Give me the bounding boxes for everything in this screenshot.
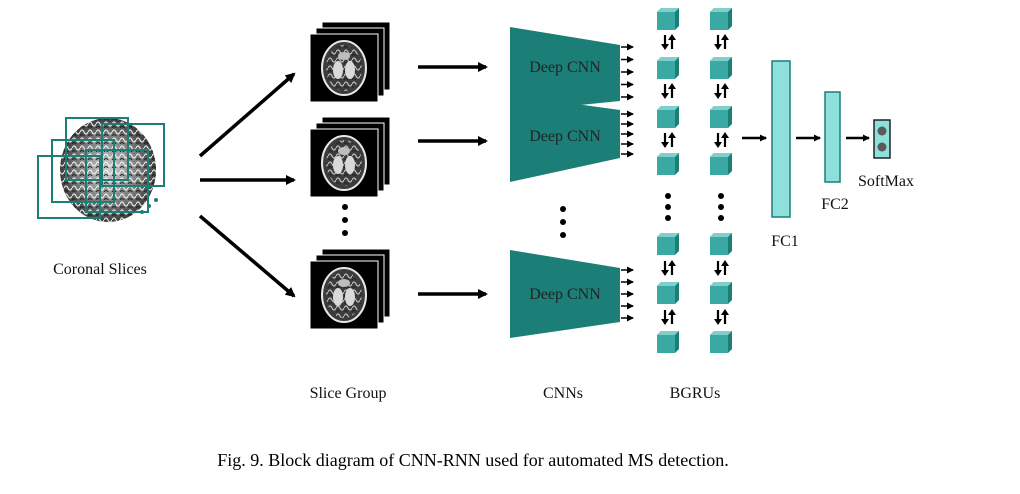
slice-group-ellipsis	[342, 204, 348, 236]
slice-group-column	[309, 21, 391, 330]
bgrus-label: BGRUs	[670, 385, 721, 402]
bidirectional-arrow-icon	[661, 309, 676, 325]
gru-cube-icon	[710, 8, 732, 30]
gru-cube-icon	[710, 153, 732, 175]
gru-cube-icon	[657, 331, 679, 353]
bidirectional-arrow-icon	[714, 132, 729, 148]
cnns-label: CNNs	[543, 385, 583, 402]
gru-cube-icon	[710, 282, 732, 304]
slice-group-2	[309, 116, 391, 198]
cnn-output-arrows	[621, 43, 634, 322]
gru-cube-icon	[657, 106, 679, 128]
slice-continuation-dots	[140, 198, 158, 214]
brain-scan-icon	[321, 135, 367, 191]
slice-group-label: Slice Group	[310, 385, 387, 402]
bidirectional-arrow-icon	[714, 83, 729, 99]
slice-to-cnn-arrows	[418, 62, 488, 299]
bgru-ellipsis-right	[718, 193, 724, 221]
bgru-ellipsis-left	[665, 193, 671, 221]
bidirectional-arrow-icon	[714, 309, 729, 325]
bgru-grid	[657, 8, 732, 353]
gru-cube-icon	[657, 57, 679, 79]
cnn-block-1: Deep CNN	[510, 27, 620, 112]
gru-cube-icon	[710, 57, 732, 79]
softmax-layer	[873, 119, 891, 159]
softmax-node	[877, 142, 887, 152]
fc1-layer	[771, 60, 791, 218]
slice-group-3	[309, 248, 391, 330]
gru-cube-icon	[657, 153, 679, 175]
softmax-label: SoftMax	[858, 173, 914, 190]
fc1-label: FC1	[771, 233, 799, 250]
fc2-layer	[824, 91, 841, 183]
bidirectional-arrow-icon	[661, 132, 676, 148]
coronal-slices-figure: Coronal Slices	[37, 117, 165, 278]
cnn-ellipsis	[560, 206, 566, 238]
input-arrows	[198, 72, 296, 298]
gru-cube-icon	[657, 8, 679, 30]
figure-caption: Fig. 9. Block diagram of CNN-RNN used fo…	[217, 450, 728, 470]
gru-cube-icon	[710, 106, 732, 128]
softmax-node	[877, 126, 887, 136]
bidirectional-arrow-icon	[661, 34, 676, 50]
cnn-block-2: Deep CNN	[510, 95, 620, 182]
slice-planes	[37, 117, 165, 219]
bidirectional-arrow-icon	[714, 34, 729, 50]
bidirectional-arrow-icon	[661, 260, 676, 276]
gru-cube-icon	[710, 233, 732, 255]
gru-cube-icon	[657, 282, 679, 304]
gru-cube-icon	[657, 233, 679, 255]
bidirectional-arrow-icon	[661, 83, 676, 99]
brain-scan-icon	[321, 40, 367, 96]
cnn-block-label: Deep CNN	[529, 59, 601, 76]
slice-group-1	[309, 21, 391, 103]
gru-cube-icon	[710, 331, 732, 353]
brain-scan-icon	[321, 267, 367, 323]
brain-3d-icon	[60, 118, 156, 222]
fc2-label: FC2	[821, 196, 849, 213]
cnn-block-label: Deep CNN	[529, 128, 601, 145]
coronal-slices-label: Coronal Slices	[53, 261, 147, 278]
cnn-block-label: Deep CNN	[529, 286, 601, 303]
cnn-block-3: Deep CNN	[510, 250, 620, 338]
bidirectional-arrow-icon	[714, 260, 729, 276]
